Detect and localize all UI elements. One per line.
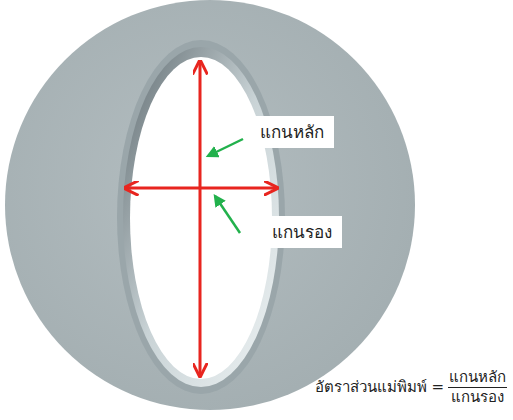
elliptical-hole <box>130 57 272 379</box>
denominator: แกนรอง <box>450 388 505 407</box>
minor-axis-arrow <box>125 187 277 190</box>
axis-label: แกนรอง <box>262 216 342 248</box>
numerator: แกนหลัก <box>448 368 507 388</box>
leader-arrow <box>208 139 243 156</box>
mold-disc <box>5 0 415 410</box>
hole-rim <box>123 47 279 387</box>
leader-arrow <box>215 196 240 233</box>
fraction: แกนหลักแกนรอง <box>448 368 507 407</box>
hole-bevel <box>117 40 285 394</box>
major-axis-arrow <box>199 61 202 376</box>
ratio-formula: อัตราส่วนแม่พิมพ์ =แกนหลักแกนรอง <box>315 368 507 407</box>
formula-text: อัตราส่วนแม่พิมพ์ = <box>315 378 444 397</box>
axis-label: แกนหลัก <box>250 116 334 148</box>
